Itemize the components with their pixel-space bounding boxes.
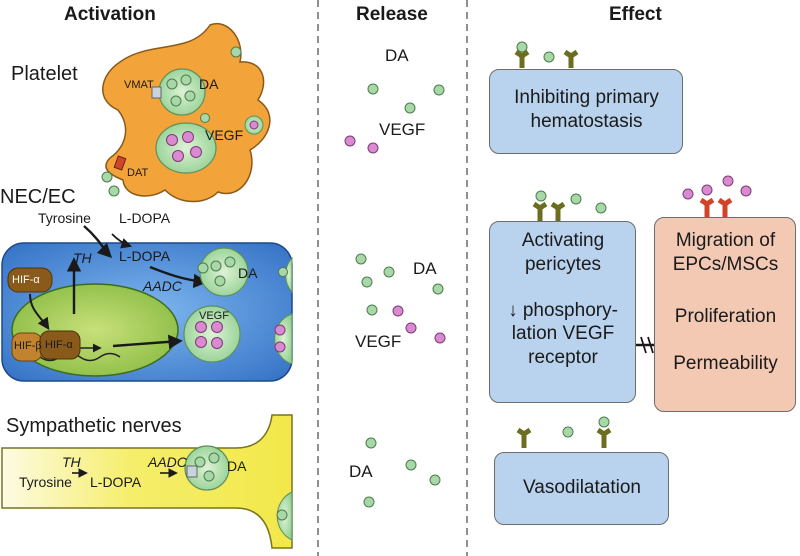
release-particles (344, 83, 446, 508)
pericytes-text: Activating pericytes ↓ phosphory- lation… (489, 229, 637, 370)
pericytes-line3: ↓ phosphory- (508, 299, 618, 321)
ldopa-input-label: L-DOPA (119, 210, 171, 226)
platelet-vegf-label: VEGF (205, 127, 244, 143)
vasodilatation-box (494, 452, 669, 525)
nerve-da-label: DA (227, 458, 247, 474)
nucleus (11, 283, 179, 377)
tyrosine-label: Tyrosine (38, 210, 91, 226)
sympathetic-label: Sympathetic nerves (6, 415, 182, 437)
sympathetic-nerve (1, 414, 293, 549)
header-release: Release (356, 4, 428, 25)
migration-line1: Migration of (675, 230, 776, 251)
ec-vegf-label: VEGF (199, 310, 229, 322)
hif-alpha-cyto (7, 267, 53, 293)
th-label: TH (73, 250, 92, 266)
hif-alpha-label: HIF-α (12, 274, 40, 286)
hemostasis-text: Inhibiting primary hematostasis (489, 86, 684, 134)
proliferation-line: Proliferation (674, 305, 777, 327)
pericytes-box (489, 221, 636, 403)
migration-line2: EPCs/MSCs (672, 253, 779, 275)
release-da-3: DA (349, 462, 373, 481)
pericytes-line5: receptor (528, 347, 598, 368)
ldopa-label: L-DOPA (119, 248, 171, 264)
hif-beta-label: HIF-β (14, 340, 42, 352)
dat-transporter (113, 155, 127, 171)
aadc-label: AADC (143, 278, 182, 294)
pericytes-line2: pericytes (524, 253, 602, 275)
hemostasis-box (489, 69, 683, 154)
migration-text: Migration of EPCs/MSCs Proliferation Per… (654, 229, 797, 376)
platelet-da-label: DA (199, 76, 219, 92)
hemostasis-line2: hematostasis (530, 110, 643, 132)
ec-vegf-vesicle (183, 305, 241, 363)
vasodilatation-text: Vasodilatation (523, 477, 641, 498)
permeability-line: Permeability (673, 353, 778, 375)
ec-da-label: DA (238, 265, 258, 281)
nerve-tyrosine-label: Tyrosine (19, 474, 72, 490)
nerve-ldopa-label: L-DOPA (90, 474, 142, 490)
release-vegf-1: VEGF (379, 120, 426, 139)
header-effect: Effect (609, 4, 662, 25)
migration-box (654, 217, 796, 412)
pericytes-line4: lation VEGF (511, 323, 615, 345)
vmat-transporter (151, 86, 162, 99)
vmat-label: VMAT (124, 79, 154, 91)
nerve-aadc-label: AADC (148, 454, 187, 470)
release-da-1: DA (385, 46, 409, 65)
hif-alpha-nuclear-label: HIF-α (45, 339, 73, 351)
pericytes-line1: Activating (521, 230, 605, 251)
release-vegf-2: VEGF (355, 332, 402, 351)
header-activation: Activation (64, 4, 156, 25)
platelet-label: Platelet (11, 63, 78, 85)
effect-receptors (514, 41, 752, 448)
hemostasis-line1: Inhibiting primary (514, 87, 659, 108)
nec-label: NEC/EC (0, 186, 76, 208)
release-da-2: DA (413, 259, 437, 278)
nerve-th-label: TH (62, 454, 81, 470)
dat-label: DAT (127, 167, 149, 179)
